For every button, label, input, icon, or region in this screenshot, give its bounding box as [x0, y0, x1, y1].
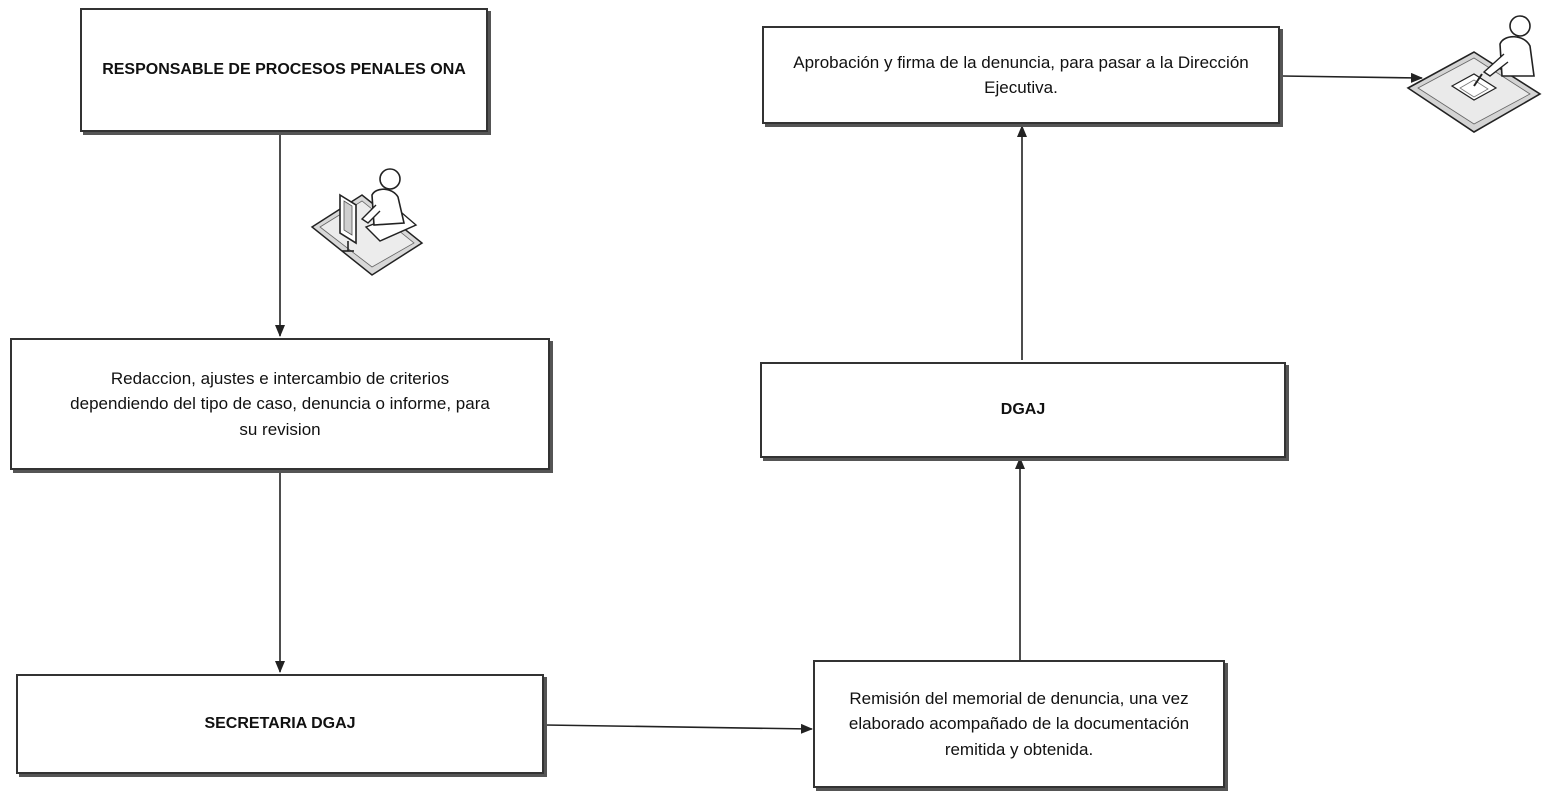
- node-remision-label: Remisión del memorial de denuncia, una v…: [848, 688, 1190, 759]
- node-aprobacion-firma: Aprobación y firma de la denuncia, para …: [762, 26, 1280, 124]
- node-aprobacion-label: Aprobación y firma de la denuncia, para …: [793, 52, 1249, 98]
- node-redaccion: Redaccion, ajustes e intercambio de crit…: [10, 338, 550, 470]
- person-at-computer-icon: [310, 168, 424, 276]
- person-signing-at-desk-icon: [1406, 15, 1542, 133]
- node-responsable-procesos-penales: RESPONSABLE DE PROCESOS PENALES ONA: [80, 8, 488, 132]
- node-secretaria-dgaj: SECRETARIA DGAJ: [16, 674, 544, 774]
- arrow-aprobacion-to-executive: [1281, 72, 1423, 83]
- node-secretaria-label: SECRETARIA DGAJ: [204, 715, 356, 732]
- node-responsable-label: RESPONSABLE DE PROCESOS PENALES ONA: [102, 61, 466, 78]
- node-redaccion-label: Redaccion, ajustes e intercambio de crit…: [70, 368, 490, 439]
- node-dgaj: DGAJ: [760, 362, 1286, 458]
- node-remision-memorial: Remisión del memorial de denuncia, una v…: [813, 660, 1225, 788]
- arrow-secretaria-to-remision: [544, 723, 813, 734]
- node-dgaj-label: DGAJ: [1000, 401, 1046, 418]
